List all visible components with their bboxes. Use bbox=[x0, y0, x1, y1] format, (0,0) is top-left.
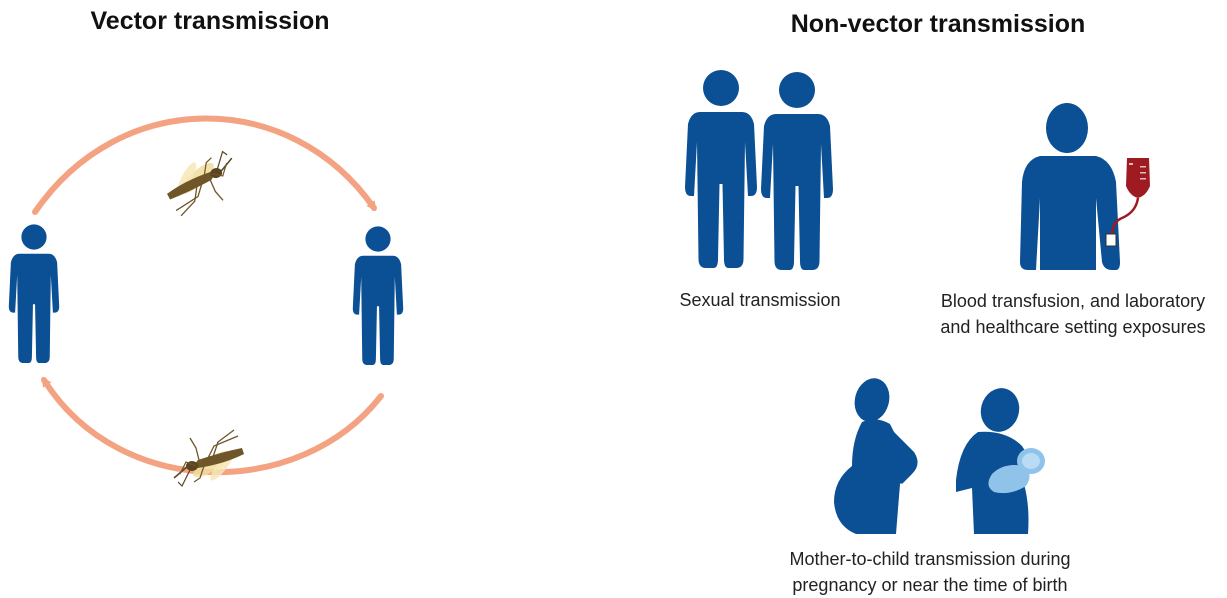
blood-bag-icon bbox=[1105, 158, 1150, 247]
sexual-transmission-caption: Sexual transmission bbox=[679, 287, 840, 313]
vector-cycle bbox=[8, 115, 404, 487]
mosquito-icon bbox=[173, 429, 245, 487]
caption-line: Mother-to-child transmission during bbox=[789, 549, 1071, 569]
mother-to-child-figures bbox=[834, 378, 1045, 534]
person-icon bbox=[352, 226, 404, 365]
caption-line: and healthcare setting exposures bbox=[940, 317, 1206, 337]
mother-to-child-caption: Mother-to-child transmission during preg… bbox=[789, 546, 1070, 598]
person-icon bbox=[8, 224, 60, 363]
person-icon bbox=[685, 70, 757, 268]
blood-transfusion-figure bbox=[1020, 103, 1150, 270]
sexual-transmission-figures bbox=[685, 70, 833, 270]
pregnant-woman-icon bbox=[834, 378, 918, 534]
arrow-top bbox=[32, 115, 377, 215]
blood-transfusion-caption: Blood transfusion, and laboratory and he… bbox=[940, 288, 1205, 340]
caption-line: Blood transfusion, and laboratory bbox=[940, 291, 1206, 311]
baby-icon bbox=[988, 448, 1045, 494]
person-icon bbox=[761, 72, 833, 270]
mosquito-icon bbox=[160, 149, 241, 219]
caption-line: pregnancy or near the time of birth bbox=[792, 575, 1068, 595]
non-vector-transmission-title: Non-vector transmission bbox=[790, 10, 1086, 38]
caption-line: Sexual transmission bbox=[679, 290, 841, 310]
vector-transmission-title: Vector transmission bbox=[90, 7, 330, 35]
person-icon bbox=[1020, 103, 1120, 270]
